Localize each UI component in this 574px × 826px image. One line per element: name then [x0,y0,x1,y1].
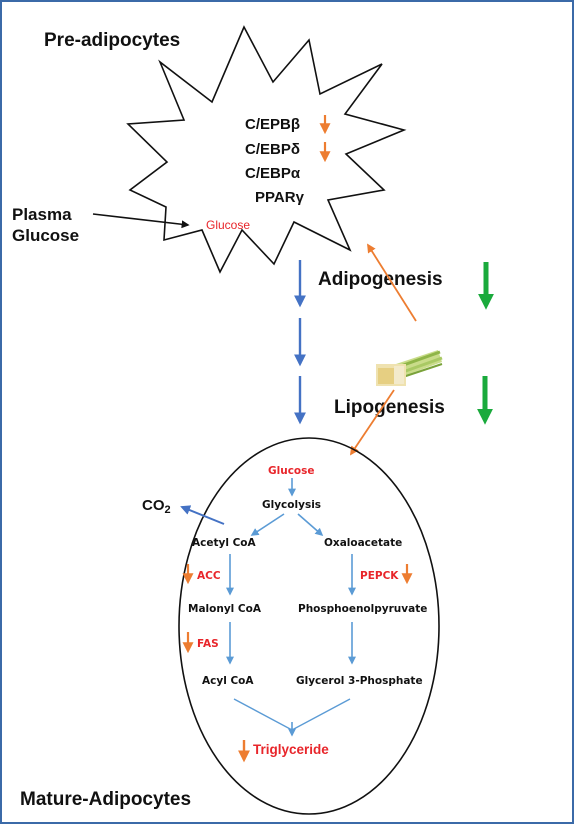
pathway-triglyceride: Triglyceride [253,742,329,757]
pathway-malonyl-coa: Malonyl CoA [188,603,262,615]
pathway-arrow [297,513,324,537]
lemongrass-bundle-icon [376,350,443,386]
gene-label: C/EBPα [245,165,301,182]
gene-label: PPARγ [255,189,305,206]
mature-adipocytes-title: Mature-Adipocytes [20,789,191,810]
pathway-acyl-coa: Acyl CoA [202,675,254,687]
pathway-glycolysis: Glycolysis [262,499,321,511]
enzyme-fas: FAS [197,638,219,650]
cell-glucose-label: Glucose [206,218,250,232]
gene-list: C/EPBβ C/EBPδ C/EBPα PPARγ [245,115,331,206]
enzyme-acc: ACC [197,570,221,582]
herb-effect-arrow [367,243,417,322]
pathway-oxaloacetate: Oxaloacetate [324,537,402,549]
pre-adipocyte-starburst [126,25,407,274]
lipogenesis-pathway: Glucose Glycolysis Acetyl CoA Oxaloaceta… [182,465,427,763]
pathway-acetyl-coa: Acetyl CoA [192,537,257,549]
co2-release-arrow [180,505,225,525]
mature-adipocyte-cell [178,437,440,815]
gene-label: C/EPBβ [245,116,300,133]
pathway-pep: Phosphoenolpyruvate [298,603,427,615]
adipogenesis-label: Adipogenesis [318,269,443,290]
pathway-arrow [250,513,285,536]
plasma-label: Plasma [12,205,72,224]
lipogenesis-label: Lipogenesis [334,397,445,418]
gene-label: C/EBPδ [245,141,300,158]
co2-label: CO2 [142,497,171,516]
pre-adipocytes-title: Pre-adipocytes [44,30,180,51]
pathway-glucose: Glucose [268,465,315,477]
enzyme-pepck: PEPCK [360,570,399,582]
pathway-g3p: Glycerol 3-Phosphate [296,675,423,687]
glucose-label: Glucose [12,226,79,245]
herb-effect-arrow [349,389,395,456]
glucose-uptake-arrow [92,213,190,229]
